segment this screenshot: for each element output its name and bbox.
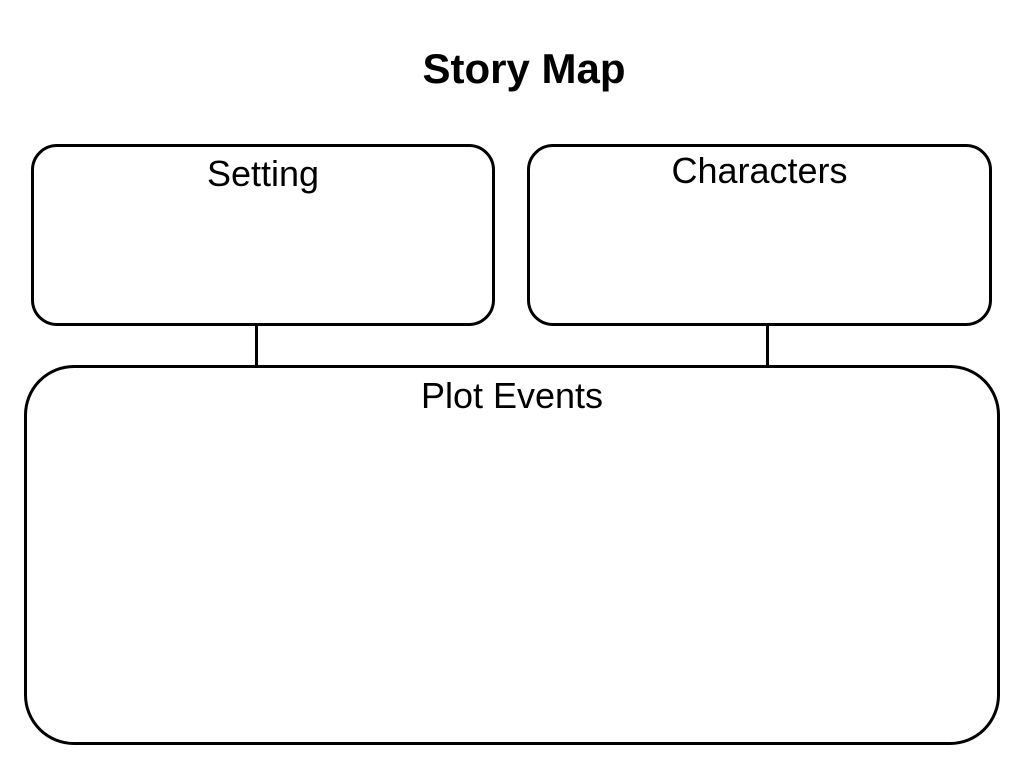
setting-label: Setting	[206, 153, 320, 194]
characters-label: Characters	[671, 150, 848, 191]
plot-events-label: Plot Events	[420, 375, 604, 416]
setting-box[interactable]: Setting	[31, 144, 495, 326]
page-title: Story Map	[422, 45, 626, 92]
characters-box[interactable]: Characters	[527, 144, 992, 326]
setting-connector-line	[255, 324, 258, 367]
characters-connector-line	[766, 324, 769, 367]
plot-events-box[interactable]: Plot Events	[24, 365, 1000, 745]
